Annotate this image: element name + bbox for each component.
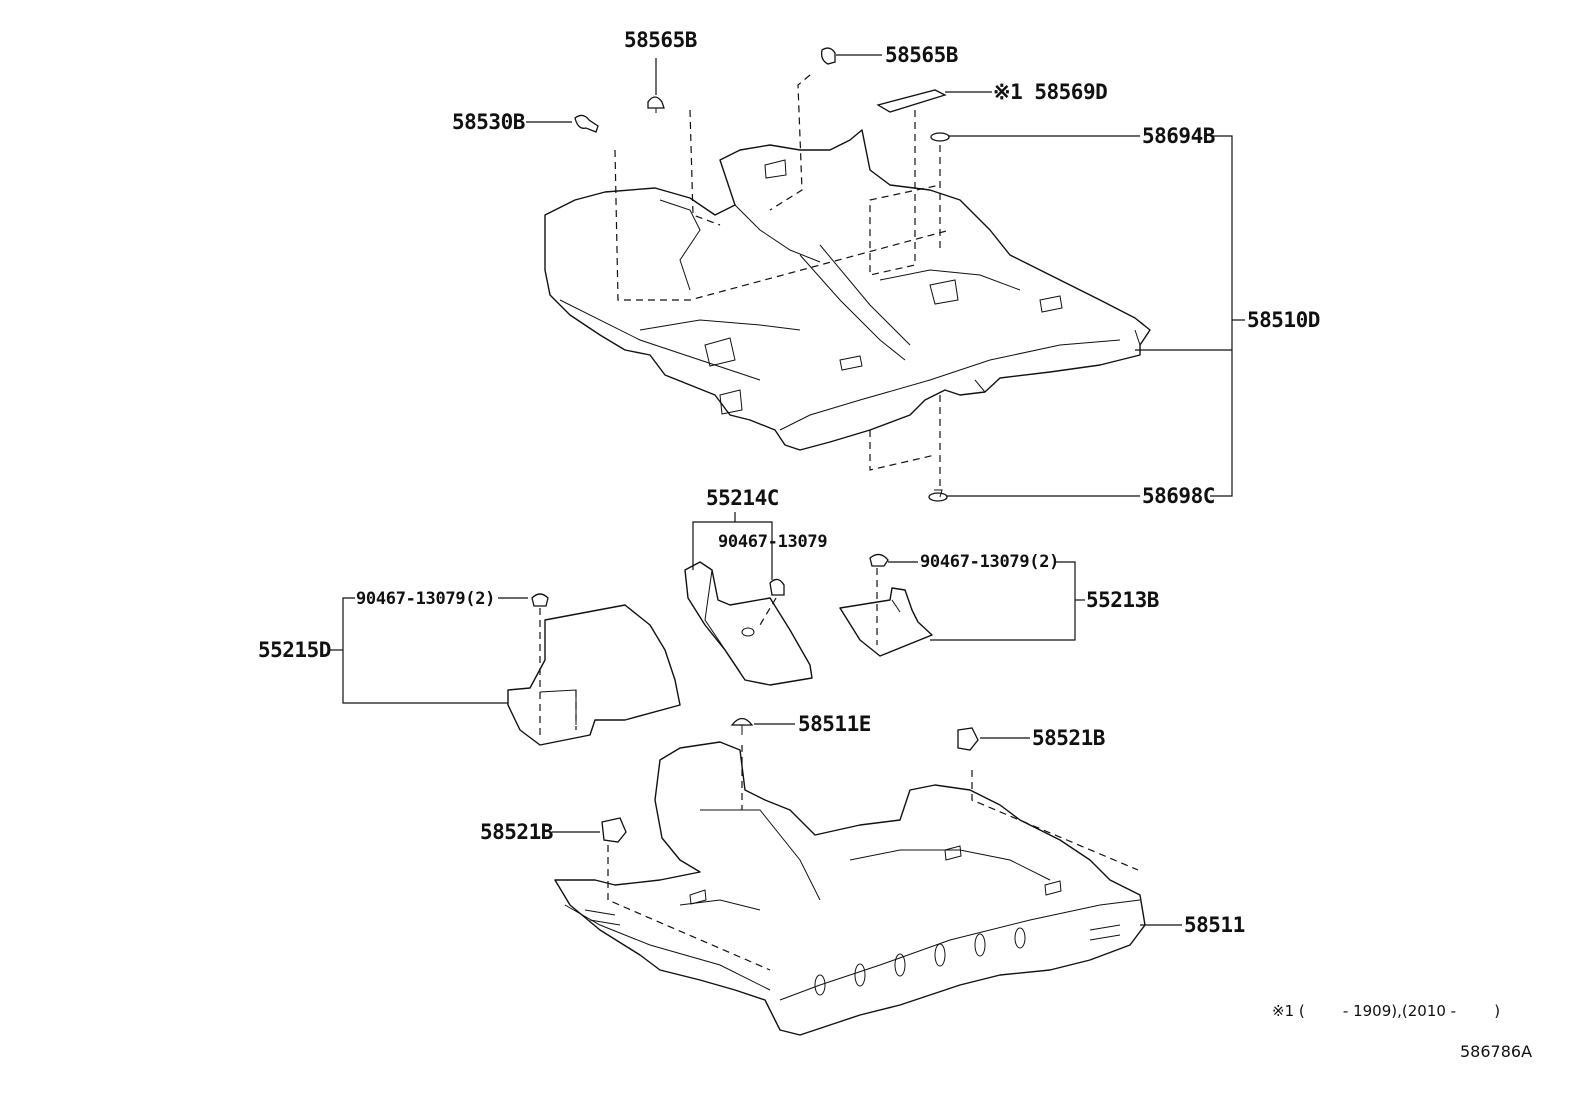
label-90467-left: 90467-13079(2)	[356, 589, 496, 609]
label-58569D: ※1 58569D	[993, 80, 1108, 104]
panel-55215D	[507, 604, 681, 746]
panel-55213B	[839, 587, 933, 657]
plate-58569D	[876, 89, 947, 113]
clip-90467-right	[869, 553, 889, 567]
label-90467-mid: 90467-13079	[718, 532, 828, 552]
label-58698C: 58698C	[1142, 484, 1215, 508]
label-55214C: 55214C	[706, 486, 779, 510]
clip-58521B-left	[601, 817, 627, 843]
label-58565B-right: 58565B	[885, 43, 958, 67]
footnote: ※1 ( - 1909),(2010 - )	[1272, 1002, 1500, 1020]
label-58530B: 58530B	[452, 110, 525, 134]
label-58521B-left: 58521B	[480, 820, 553, 844]
clip-58521B-right	[957, 727, 979, 751]
footnote-text: ( - 1909),(2010 - )	[1298, 1002, 1501, 1020]
label-58521B-right: 58521B	[1032, 726, 1105, 750]
clip-58565B-top	[647, 96, 665, 113]
clip-58698C	[928, 489, 948, 502]
clip-90467-mid	[769, 578, 785, 596]
clip-58694B	[930, 132, 950, 142]
label-90467-right: 90467-13079(2)	[920, 552, 1060, 572]
floor-mat-lower	[554, 741, 1146, 1036]
label-55213B: 55213B	[1086, 588, 1159, 612]
clip-58530B	[574, 114, 599, 133]
label-55215D: 55215D	[258, 638, 331, 662]
label-58510D: 58510D	[1247, 308, 1320, 332]
label-58694B: 58694B	[1142, 124, 1215, 148]
diagram-id: 586786A	[1460, 1042, 1533, 1061]
footnote-marker: ※1	[1272, 1002, 1295, 1020]
floor-carpet-upper	[544, 129, 1151, 451]
clip-90467-left	[531, 593, 549, 607]
label-58565B-top: 58565B	[624, 28, 697, 52]
clip-58565B-right	[820, 47, 836, 65]
clip-58511E	[730, 717, 754, 735]
label-58511: 58511	[1184, 913, 1245, 937]
label-58511E: 58511E	[798, 712, 871, 736]
panel-55214C	[684, 561, 813, 686]
